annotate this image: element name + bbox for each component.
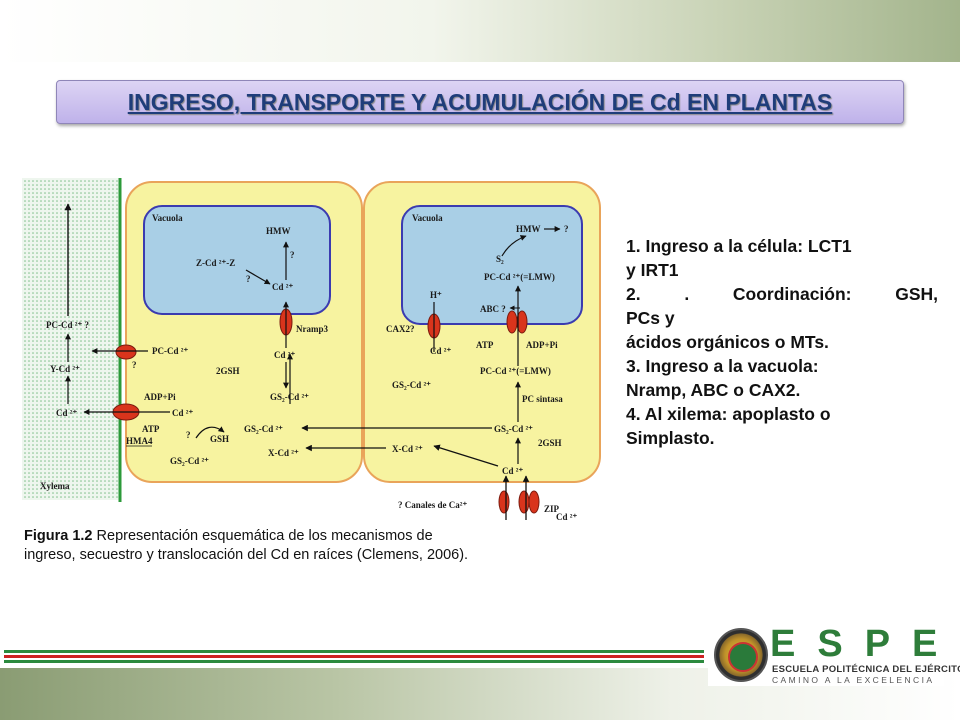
pccd-lmw-top: PC-Cd ²⁺(=LMW) xyxy=(484,272,555,282)
footer-stripes xyxy=(4,650,704,664)
figure-caption-label: Figura 1.2 xyxy=(24,528,93,544)
twogsh-right: 2GSH xyxy=(538,438,562,448)
gs2cd-b-left: GS₂-Cd ²⁺ xyxy=(244,424,283,434)
figure-caption: Figura 1.2 Representación esquemática de… xyxy=(24,527,484,565)
cd-mid-left: Cd ²⁺ xyxy=(274,350,295,360)
stripe-green-bottom xyxy=(4,660,704,663)
diagram-svg: Xylema Vacuola HMW ? Z-Cd ²⁺-Z ? Cd ²⁺ N… xyxy=(22,178,601,522)
xcd-right: X-Cd ²⁺ xyxy=(392,444,423,454)
hma4-label: HMA4 xyxy=(126,436,153,446)
cd-vacuole-left: Cd ²⁺ xyxy=(272,282,293,292)
list-item-2-number: 2. xyxy=(626,284,641,304)
xylem-region xyxy=(22,178,120,500)
pccd-left: PC-Cd ²⁺ xyxy=(152,346,188,356)
list-item-2-line-2: PCs y xyxy=(626,308,675,328)
summary-list: 1. Ingreso a la célula: LCT1 y IRT1 2. .… xyxy=(626,234,938,450)
right-vacuole-label: Vacuola xyxy=(412,213,443,223)
hplus-right: H⁺ xyxy=(430,290,442,300)
list-item-1-line-2: y IRT1 xyxy=(626,260,679,280)
zip-transporter-b xyxy=(528,490,540,514)
twogsh-left: 2GSH xyxy=(216,366,240,376)
xcd-left: X-Cd ²⁺ xyxy=(268,448,299,458)
espe-seal-center xyxy=(728,642,758,672)
arrow-s2 xyxy=(501,235,527,257)
zip-transporter-a xyxy=(518,490,530,514)
cd-bottom-right: Cd ²⁺ xyxy=(502,466,523,476)
espe-logo: ESPE ESCUELA POLITÉCNICA DEL EJÉRCITO CA… xyxy=(708,624,960,686)
q-right: ? xyxy=(564,224,569,234)
top-gradient-band xyxy=(0,0,960,62)
abc-transporter-b xyxy=(516,310,528,334)
espe-subtitle: ESCUELA POLITÉCNICA DEL EJÉRCITO xyxy=(772,664,960,675)
list-item-2-word: Coordinación: xyxy=(732,284,852,304)
ycd-xylem: Y-Cd ²⁺ xyxy=(50,364,80,374)
list-item-2-dot: . xyxy=(684,284,690,304)
slide-title: INGRESO, TRANSPORTE Y ACUMULACIÓN DE Cd … xyxy=(127,88,833,115)
hmw-right: HMW xyxy=(516,224,541,234)
atp-left: ATP xyxy=(142,424,160,434)
gs2cd-b-right: GS₂-Cd ²⁺ xyxy=(494,424,533,434)
slide-title-box: INGRESO, TRANSPORTE Y ACUMULACIÓN DE Cd … xyxy=(56,80,904,124)
s2-right: S₂ xyxy=(496,254,504,264)
pc-sintasa: PC sintasa xyxy=(522,394,563,404)
cadmium-transport-diagram: Xylema Vacuola HMW ? Z-Cd ²⁺-Z ? Cd ²⁺ N… xyxy=(20,176,610,522)
q2-left: ? xyxy=(246,274,251,284)
adppi-left: ADP+Pi xyxy=(144,392,176,402)
pccd-exporter xyxy=(115,344,137,360)
arrow-zcdz xyxy=(245,269,271,285)
pccd-lmw-right: PC-Cd ²⁺(=LMW) xyxy=(480,366,551,376)
list-item-2-line-1: 2. . Coordinación: GSH, xyxy=(626,282,938,306)
cd-xylem: Cd ²⁺ xyxy=(56,408,77,418)
gs2cd-c-left: GS₂-Cd ²⁺ xyxy=(170,456,209,466)
gsh-left: GSH xyxy=(210,434,229,444)
adppi-right: ADP+Pi xyxy=(526,340,558,350)
ca-channel xyxy=(498,490,510,514)
list-item-2-line-3: ácidos orgánicos o MTs. xyxy=(626,332,829,352)
list-item-3-line-1: 3. Ingreso a la vacuola: xyxy=(626,356,819,376)
cax2-label: CAX2? xyxy=(386,324,415,334)
figure-caption-text: Representación esquemática de los mecani… xyxy=(24,528,469,563)
canales-ca-label: ? Canales de Ca²⁺ xyxy=(398,500,467,510)
espe-letters: ESPE xyxy=(770,623,960,665)
stripe-green-top xyxy=(4,650,704,653)
left-vacuole xyxy=(143,205,331,315)
cd-out-right: Cd ²⁺ xyxy=(556,512,577,522)
hmw-left: HMW xyxy=(266,226,291,236)
zcdz-left: Z-Cd ²⁺-Z xyxy=(196,258,235,268)
espe-seal-icon xyxy=(714,628,768,682)
list-item-4-line-1: 4. Al xilema: apoplasto o xyxy=(626,404,831,424)
abc-label: ABC ? xyxy=(480,304,506,314)
abc-transporter-a xyxy=(506,310,518,334)
list-item-3-line-2: Nramp, ABC o CAX2. xyxy=(626,380,801,400)
nramp3-label: Nramp3 xyxy=(296,324,328,334)
list-item-1-line-1: 1. Ingreso a la célula: LCT1 xyxy=(626,236,852,256)
cd-r-left: Cd ²⁺ xyxy=(172,408,193,418)
espe-tagline: CAMINO A LA EXCELENCIA xyxy=(772,675,935,685)
stripe-red xyxy=(4,655,704,658)
arrow-cd-to-xcd-right xyxy=(433,444,499,467)
right-vacuole xyxy=(401,205,583,325)
list-item-2-gsh: GSH, xyxy=(895,284,938,304)
gs2cd-right: GS₂-Cd ²⁺ xyxy=(392,380,431,390)
left-vacuole-label: Vacuola xyxy=(152,213,183,223)
q4-left: ? xyxy=(186,430,191,440)
q1-left: ? xyxy=(290,250,295,260)
arrow-gsh-loop xyxy=(195,426,225,439)
zip-label: ZIP xyxy=(544,504,560,514)
pccd-q-xylem: PC-Cd ²⁺ ? xyxy=(46,320,89,330)
q3-left: ? xyxy=(132,360,137,370)
xylem-label: Xylema xyxy=(40,481,70,491)
list-item-4-line-2: Simplasto. xyxy=(626,428,715,448)
cd-cax-right: Cd ²⁺ xyxy=(430,346,451,356)
atp-right: ATP xyxy=(476,340,494,350)
